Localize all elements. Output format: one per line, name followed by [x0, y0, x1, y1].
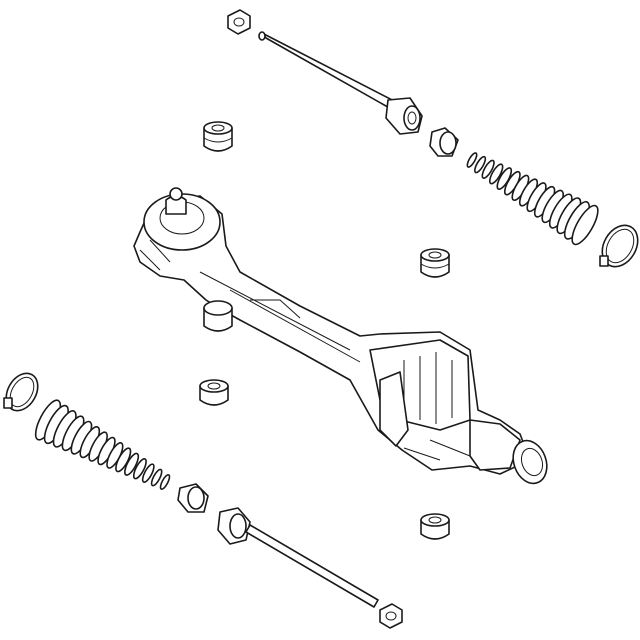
clamp-left — [3, 372, 39, 412]
bushing-lower-left — [199, 379, 229, 406]
bellows-fold — [571, 204, 599, 246]
clamp-right — [599, 224, 639, 268]
bellows-fold — [474, 155, 487, 174]
nut-bottom — [379, 603, 403, 629]
clip-bottom — [177, 483, 209, 513]
bushing-lower-right — [420, 513, 450, 540]
bellows-fold — [150, 468, 163, 487]
bellows-fold — [132, 458, 147, 480]
bellows-fold — [141, 463, 155, 483]
boot-right — [466, 152, 599, 246]
bellows-fold — [481, 159, 495, 179]
steering-rack-housing — [133, 187, 548, 485]
bellows-fold — [159, 474, 171, 490]
bellows-fold — [488, 163, 504, 185]
boot-left — [34, 399, 171, 490]
inner-tie-rod-bottom — [217, 507, 379, 608]
nut-top — [227, 9, 251, 35]
bushing-upper-right — [420, 248, 450, 278]
bellows-fold — [124, 452, 140, 476]
bellows-fold — [466, 152, 478, 168]
inner-tie-rod-top — [258, 31, 423, 135]
clip-top — [429, 127, 459, 157]
bushing-upper-left — [203, 121, 233, 152]
